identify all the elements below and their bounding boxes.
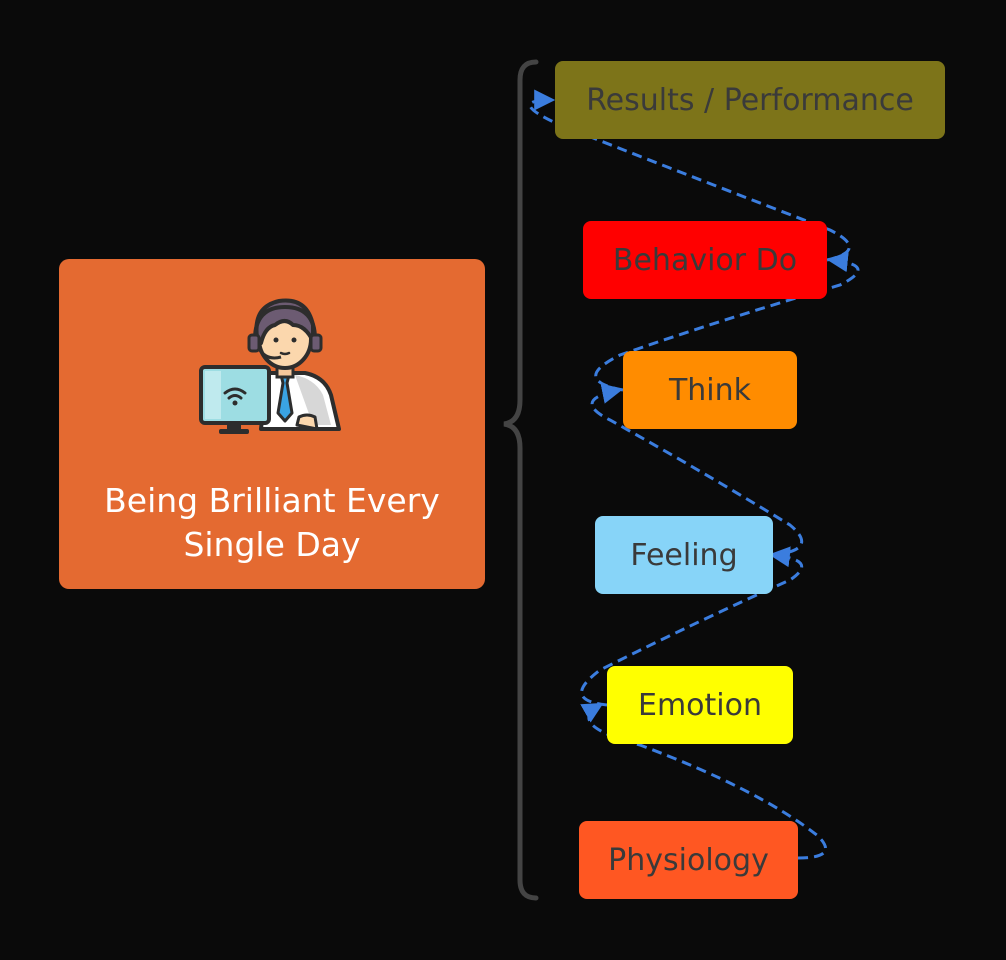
step-behavior-do: Behavior Do bbox=[583, 221, 827, 299]
step-label: Results / Performance bbox=[586, 82, 914, 118]
step-think: Think bbox=[623, 351, 797, 429]
step-label: Physiology bbox=[608, 842, 769, 878]
step-physiology: Physiology bbox=[579, 821, 798, 899]
step-label: Feeling bbox=[630, 537, 738, 573]
curly-bracket bbox=[503, 59, 539, 901]
person-at-computer-icon bbox=[199, 298, 341, 434]
main-topic-card: Being Brilliant Every Single Day bbox=[59, 259, 485, 589]
main-topic-title: Being Brilliant Every Single Day bbox=[104, 481, 440, 564]
step-results-performance: Results / Performance bbox=[555, 61, 945, 139]
step-label: Think bbox=[668, 372, 752, 408]
step-label: Behavior Do bbox=[612, 242, 798, 278]
step-label: Emotion bbox=[638, 687, 762, 723]
step-emotion: Emotion bbox=[607, 666, 793, 744]
step-feeling: Feeling bbox=[595, 516, 773, 594]
